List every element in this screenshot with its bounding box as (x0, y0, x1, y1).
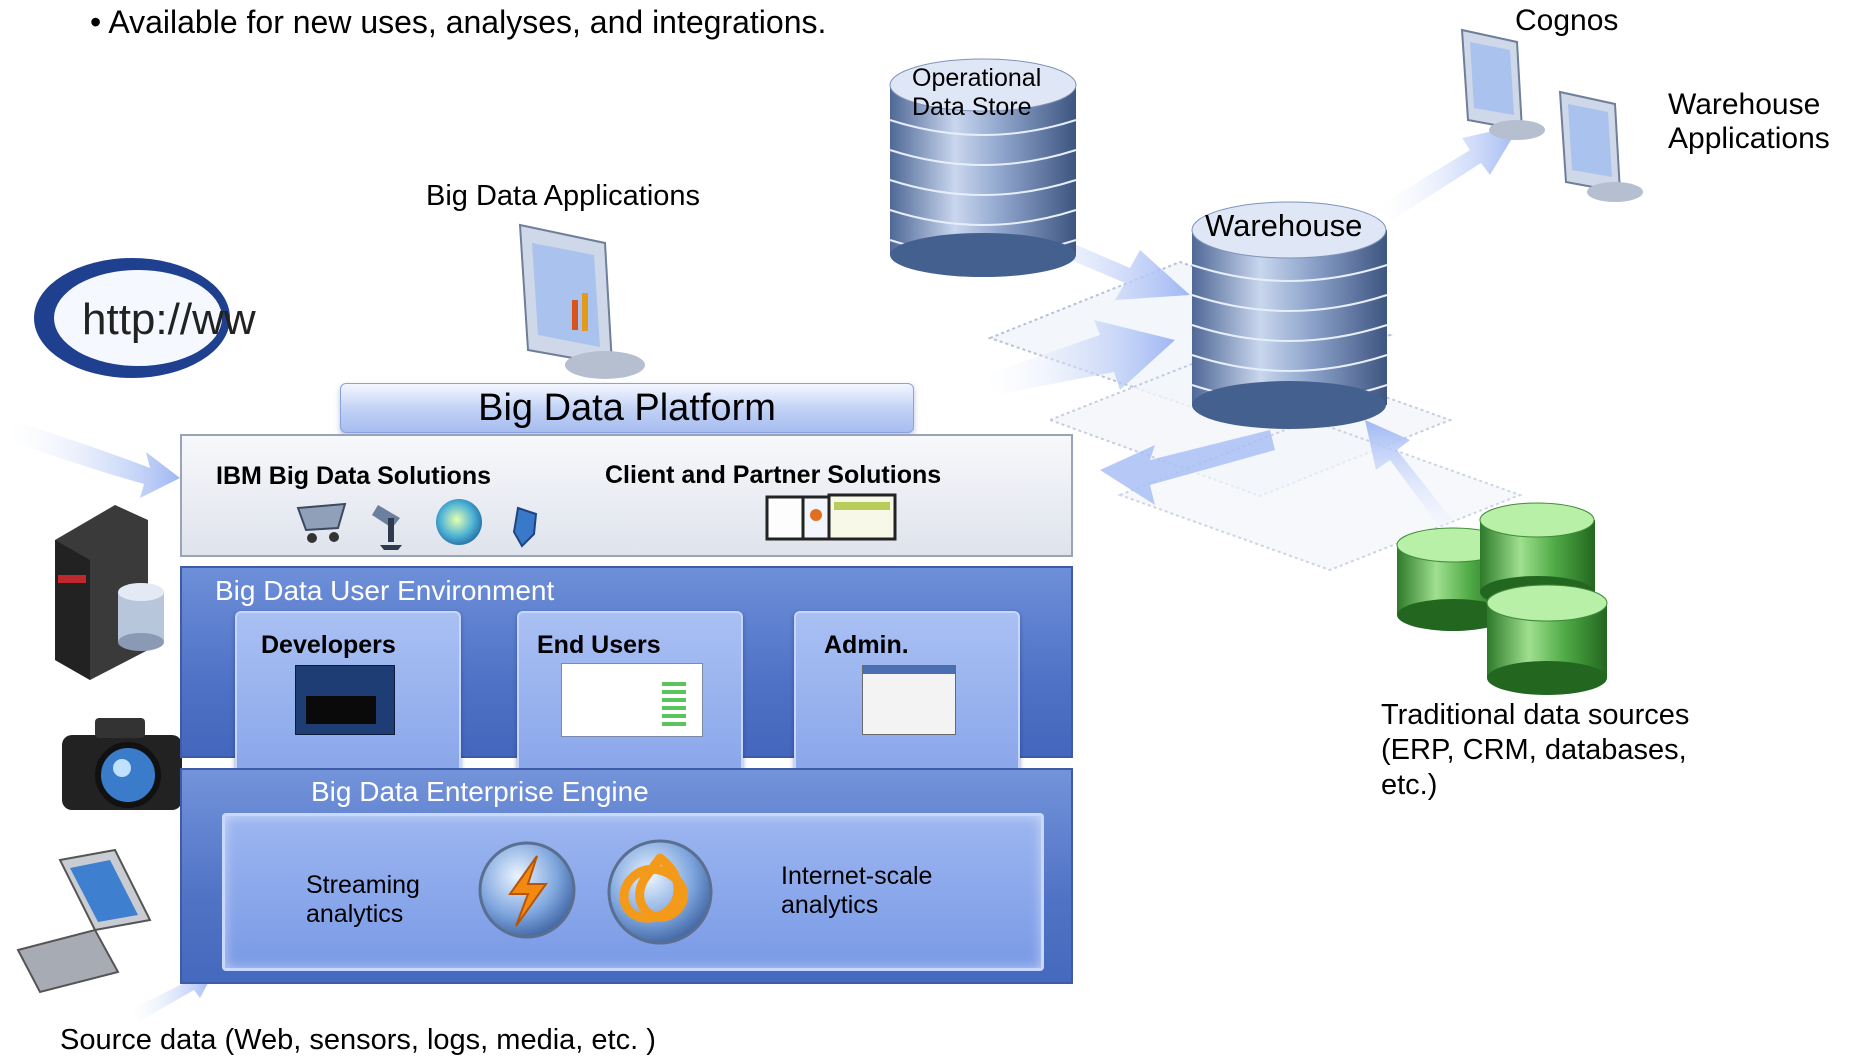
arrow-traditional-to-warehouse (1365, 420, 1468, 545)
warehouse-applications-label: Warehouse Applications (1668, 88, 1830, 156)
enterprise-engine-title: Big Data Enterprise Engine (311, 776, 649, 807)
arrow-warehouse-to-platform (1100, 430, 1275, 505)
dashboard-monitors-icon (765, 493, 897, 541)
developers-title: Developers (261, 631, 396, 659)
phone-icon (16, 848, 152, 994)
streaming-line1: Streaming (306, 871, 420, 899)
traditional-sources-label: Traditional data sources (ERP, CRM, data… (1381, 698, 1689, 803)
big-data-applications-label: Big Data Applications (426, 180, 701, 212)
admin-titlebar (863, 666, 955, 674)
http-logo: http://ww (34, 258, 256, 378)
ods-line1: Operational (912, 64, 1042, 92)
arrow-warehouse-to-apps (1380, 125, 1520, 220)
solutions-panel (180, 434, 1073, 557)
streaming-line2: analytics (306, 900, 404, 928)
end-users-card: End Users (517, 611, 743, 777)
streaming-analytics-label: Streaming analytics (306, 871, 420, 929)
globe-icon (436, 499, 482, 545)
arrow-web-to-platform (8, 420, 180, 498)
end-users-screenshot (561, 663, 703, 737)
trad-line3: etc.) (1381, 769, 1438, 801)
big-data-platform-title: Big Data Platform (340, 383, 914, 433)
end-users-status-bars (662, 682, 686, 730)
admin-card: Admin. (794, 611, 1020, 777)
database-icon (1396, 502, 1608, 695)
lightning-orb-icon (478, 841, 576, 939)
developers-screenshot (295, 665, 395, 735)
developers-card: Developers (235, 611, 461, 777)
source-data-label: Source data (Web, sensors, logs, media, … (60, 1024, 656, 1056)
end-users-title: End Users (537, 631, 661, 659)
operational-data-store-label: Operational Data Store (912, 64, 1041, 122)
server-icon (55, 505, 164, 680)
database-icon (1191, 201, 1388, 429)
admin-screenshot (862, 665, 956, 735)
satellite-icon (372, 505, 402, 550)
arrow-platform-to-warehouse (985, 320, 1175, 395)
knot-orb-icon (607, 839, 713, 945)
warehouse-applications-line1: Warehouse (1668, 88, 1821, 121)
warehouse-applications-line2: Applications (1668, 122, 1830, 155)
trad-line2: (ERP, CRM, databases, (1381, 734, 1687, 766)
user-environment-title: Big Data User Environment (215, 575, 555, 606)
ibm-solutions-title: IBM Big Data Solutions (216, 462, 491, 490)
http-logo-text: http://ww (82, 295, 256, 344)
warehouse-label: Warehouse (1205, 208, 1363, 243)
application-monitor-icon (1460, 28, 1545, 140)
developers-console (306, 696, 376, 724)
ods-line2: Data Store (912, 93, 1032, 121)
application-monitor-icon (518, 223, 645, 379)
internet-line1: Internet-scale (781, 862, 933, 890)
camera-icon (62, 718, 182, 810)
client-solutions-title: Client and Partner Solutions (605, 461, 942, 489)
trad-line1: Traditional data sources (1381, 699, 1690, 731)
application-monitor-icon (1558, 90, 1643, 202)
database-icon (889, 58, 1077, 277)
shield-icon (512, 506, 538, 548)
internet-line2: analytics (781, 891, 879, 919)
cart-icon (296, 502, 347, 543)
admin-title: Admin. (824, 631, 909, 659)
header-bullet: • Available for new uses, analyses, and … (90, 4, 827, 40)
internet-scale-analytics-label: Internet-scale analytics (781, 862, 932, 920)
cognos-label: Cognos (1515, 4, 1619, 37)
